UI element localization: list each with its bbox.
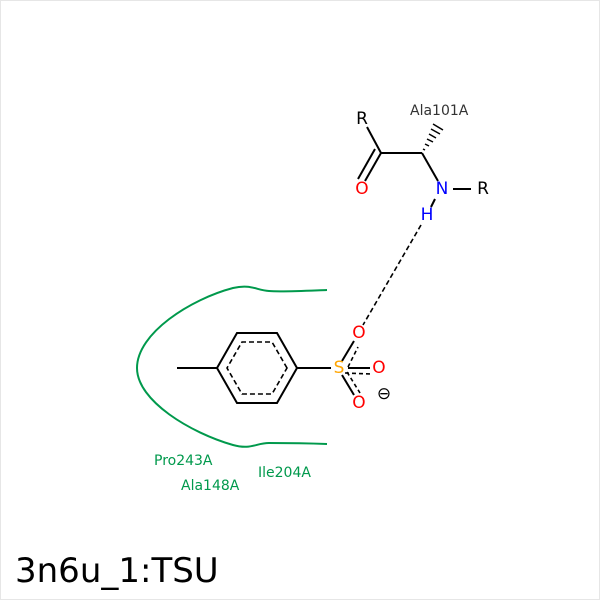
negative-charge-icon: ⊖: [377, 384, 391, 404]
sulfonate-oxygen-label: O: [372, 358, 385, 378]
sulfonate-oxygen-label: O: [352, 393, 365, 413]
ala101-residue: [357, 126, 471, 208]
tosylate-ligand: [177, 332, 372, 404]
hydrophobic-contact-arc: [135, 285, 328, 448]
hashed-wedge-bond: [422, 123, 444, 151]
residue-label-ala101: Ala101A: [410, 103, 469, 119]
r-group-label: R: [356, 109, 368, 129]
r-group-label: R: [477, 179, 489, 199]
residue-label-ala148: Ala148A: [181, 478, 240, 494]
sulfur-label: S: [334, 358, 345, 378]
residue-label-pro243: Pro243A: [154, 453, 213, 469]
sulfonate-oxygen-label: O: [352, 323, 365, 343]
residue-label-ile204: Ile204A: [258, 465, 311, 481]
diagram-title: 3n6u_1:TSU: [15, 551, 219, 591]
hydrogen-label: H: [421, 205, 434, 225]
hydrogen-bond: [362, 224, 422, 326]
nitrogen-label: N: [436, 179, 449, 199]
carbonyl-oxygen-label: O: [355, 179, 368, 199]
